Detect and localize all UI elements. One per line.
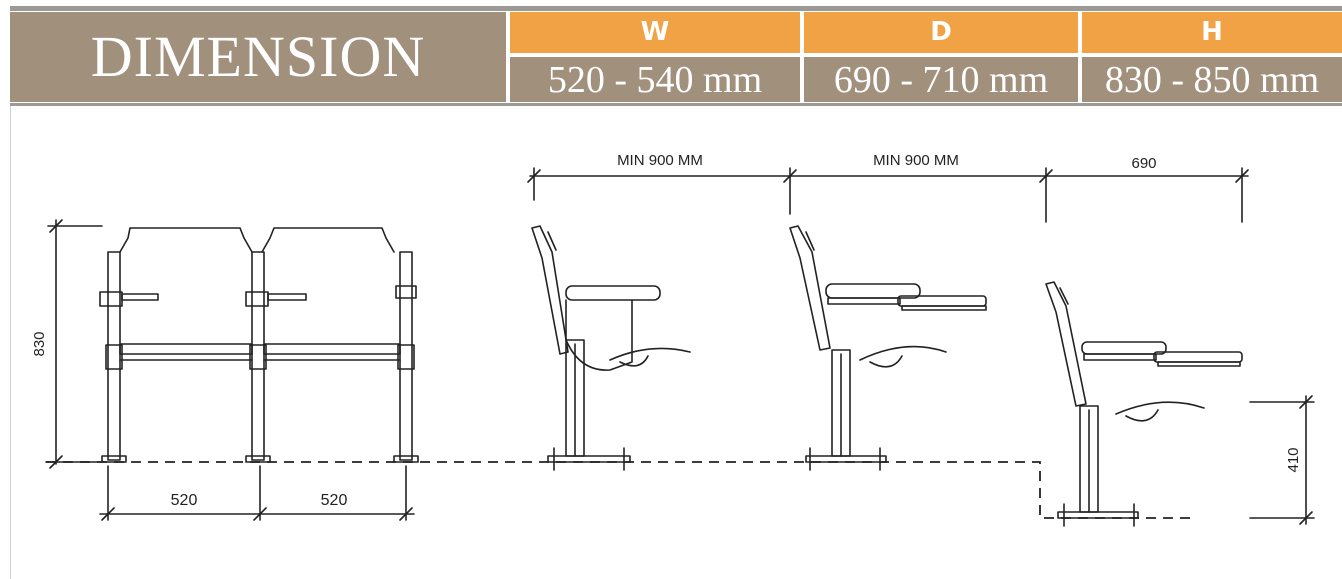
depth-column: D 690 - 710 mm [804,12,1078,102]
side-view-seat-1 [531,225,691,471]
page-title: DIMENSION [90,24,426,89]
height-header: H [1082,12,1342,53]
seat-height-410-dimension [1249,395,1315,525]
width-column: W 520 - 540 mm [510,12,800,102]
height-value: 830 - 850 mm [1082,57,1342,102]
dimension-banner: DIMENSION W 520 - 540 mm D 690 - 710 mm … [10,12,1342,102]
side-view-seat-2 [789,225,987,471]
min-900-label-2: MIN 900 MM [873,152,959,169]
title-cell: DIMENSION [10,12,506,102]
min-900-label-1: MIN 900 MM [617,152,703,169]
width-520-label-right: 520 [321,492,348,509]
seat-height-410-label: 410 [1285,447,1302,472]
depth-value: 690 - 710 mm [804,57,1078,102]
depth-header: D [804,12,1078,53]
height-830-label: 830 [31,331,48,356]
width-header: W [510,12,800,53]
floor-dashed-line [46,461,1190,519]
width-value: 520 - 540 mm [510,57,800,102]
height-830-dimension [45,219,103,469]
side-view-seat-3 [1045,281,1243,527]
height-column: H 830 - 850 mm [1082,12,1342,102]
banner-bottom-rule [10,103,1342,106]
depth-690-label: 690 [1131,155,1156,172]
banner-top-rule [10,6,1342,11]
front-view-seats [99,227,419,463]
spacing-dimensions [527,167,1249,223]
width-dimensions [99,465,415,521]
left-border [10,106,11,579]
width-520-label-left: 520 [171,492,198,509]
